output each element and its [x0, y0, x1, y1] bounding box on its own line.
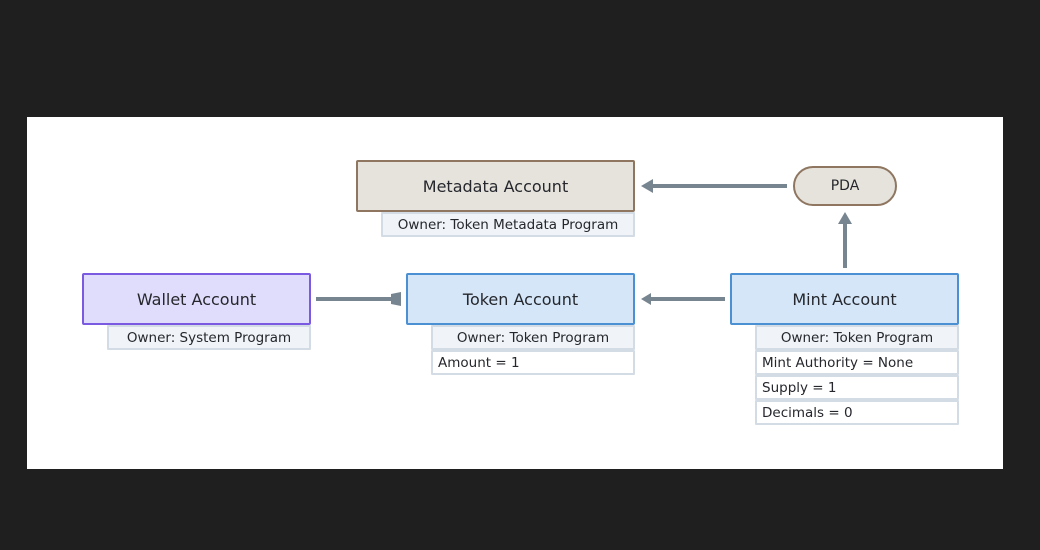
- wallet-owner-field: Owner: System Program: [107, 325, 311, 350]
- arrowhead-pda: [838, 212, 852, 224]
- mint-owner-field: Owner: Token Program: [755, 325, 959, 350]
- metadata-owner-field: Owner: Token Metadata Program: [381, 212, 635, 237]
- token-owner-field: Owner: Token Program: [431, 325, 635, 350]
- mint-decimals-field: Decimals = 0: [755, 400, 959, 425]
- arrowhead-metadata: [641, 179, 653, 193]
- diagram-canvas: Metadata Account Owner: Token Metadata P…: [27, 117, 1003, 469]
- edges-layer: [316, 179, 852, 306]
- mint-supply-field: Supply = 1: [755, 375, 959, 400]
- mint-account-label: Mint Account: [792, 289, 897, 309]
- mint-account-node: Mint Account: [730, 273, 959, 325]
- token-account-node: Token Account: [406, 273, 635, 325]
- arrowhead-token-bar: [391, 292, 401, 306]
- metadata-account-node: Metadata Account: [356, 160, 635, 212]
- metadata-account-label: Metadata Account: [422, 176, 569, 196]
- token-account-label: Token Account: [462, 289, 579, 309]
- arrowhead-token-triangle: [641, 293, 651, 305]
- wallet-account-label: Wallet Account: [136, 289, 257, 309]
- token-amount-field: Amount = 1: [431, 350, 635, 375]
- pda-node: PDA: [793, 166, 897, 206]
- wallet-account-node: Wallet Account: [82, 273, 311, 325]
- pda-label: PDA: [830, 178, 860, 194]
- mint-authority-field: Mint Authority = None: [755, 350, 959, 375]
